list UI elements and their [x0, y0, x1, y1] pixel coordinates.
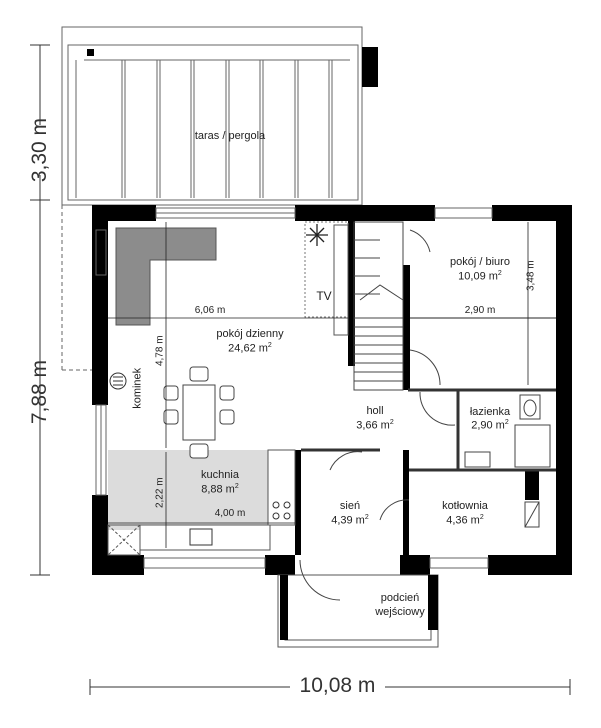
- kitchen-sink: [189, 528, 213, 546]
- overall-dimension-lines: [30, 44, 571, 695]
- dim-living-width: 6,06 m: [194, 305, 226, 316]
- door-swings: [299, 229, 456, 601]
- dim-living-depth: 4,78 m: [154, 335, 166, 367]
- dim-terrace-depth: 3,30 m: [27, 117, 51, 183]
- pantry: [107, 524, 141, 556]
- label-boiler-room: kotłownia: [442, 500, 488, 512]
- interior-partitions: [301, 317, 556, 472]
- area-hall: 3,66 m2: [356, 419, 394, 432]
- dim-house-width: 10,08 m: [299, 674, 376, 697]
- plant-icon: [306, 224, 328, 246]
- sofa: [115, 227, 217, 326]
- area-living-room: 24,62 m2: [228, 342, 272, 355]
- label-hall: holl: [366, 405, 384, 417]
- area-vestibule: 4,39 m2: [331, 514, 369, 527]
- dim-office-depth: 3,48 m: [525, 260, 537, 292]
- area-kitchen: 8,88 m2: [201, 483, 239, 496]
- boiler-unit: [524, 501, 540, 528]
- exterior-walls: [92, 205, 572, 575]
- dining-chairs: [163, 366, 235, 459]
- area-office: 10,09 m2: [458, 270, 502, 283]
- staircase: [353, 221, 404, 391]
- area-boiler-room: 4,36 m2: [446, 514, 484, 527]
- label-tv: TV: [316, 289, 332, 303]
- porch-pillar-left: [280, 575, 288, 640]
- dim-kitchen-depth: 2,22 m: [154, 477, 166, 509]
- dim-office-width: 2,90 m: [464, 305, 496, 316]
- tv-area: [304, 221, 349, 318]
- label-kitchen: kuchnia: [201, 469, 239, 481]
- label-living-room: pokój dzienny: [216, 328, 284, 340]
- label-porch-line2: wejściowy: [375, 606, 425, 618]
- stove: [272, 501, 291, 520]
- dim-kitchen-width: 4,00 m: [214, 508, 246, 519]
- area-bathroom: 2,90 m2: [471, 419, 509, 432]
- label-vestibule: sień: [339, 500, 361, 512]
- interior-dimension-lines: [108, 222, 550, 548]
- pergola-pillar: [362, 47, 378, 87]
- label-fireplace: kominek: [131, 367, 144, 409]
- tv-cabinet: [333, 224, 349, 336]
- pergola-post: [87, 49, 94, 56]
- label-bathroom: łazienka: [469, 406, 511, 418]
- label-office: pokój / biuro: [450, 256, 510, 268]
- dining-table: [182, 384, 216, 441]
- terrace-pergola: [61, 26, 363, 371]
- dim-house-depth: 7,88 m: [27, 359, 51, 425]
- porch-pillar-right: [428, 575, 438, 630]
- label-porch-line1: podcień: [380, 592, 420, 604]
- kitchen-floor: [108, 450, 268, 530]
- bathroom-fixtures: [464, 394, 551, 468]
- windows: [95, 207, 493, 569]
- label-taras: taras / pergola: [194, 130, 266, 142]
- fireplace-symbol: [109, 372, 127, 390]
- kitchen-counter: [267, 449, 296, 526]
